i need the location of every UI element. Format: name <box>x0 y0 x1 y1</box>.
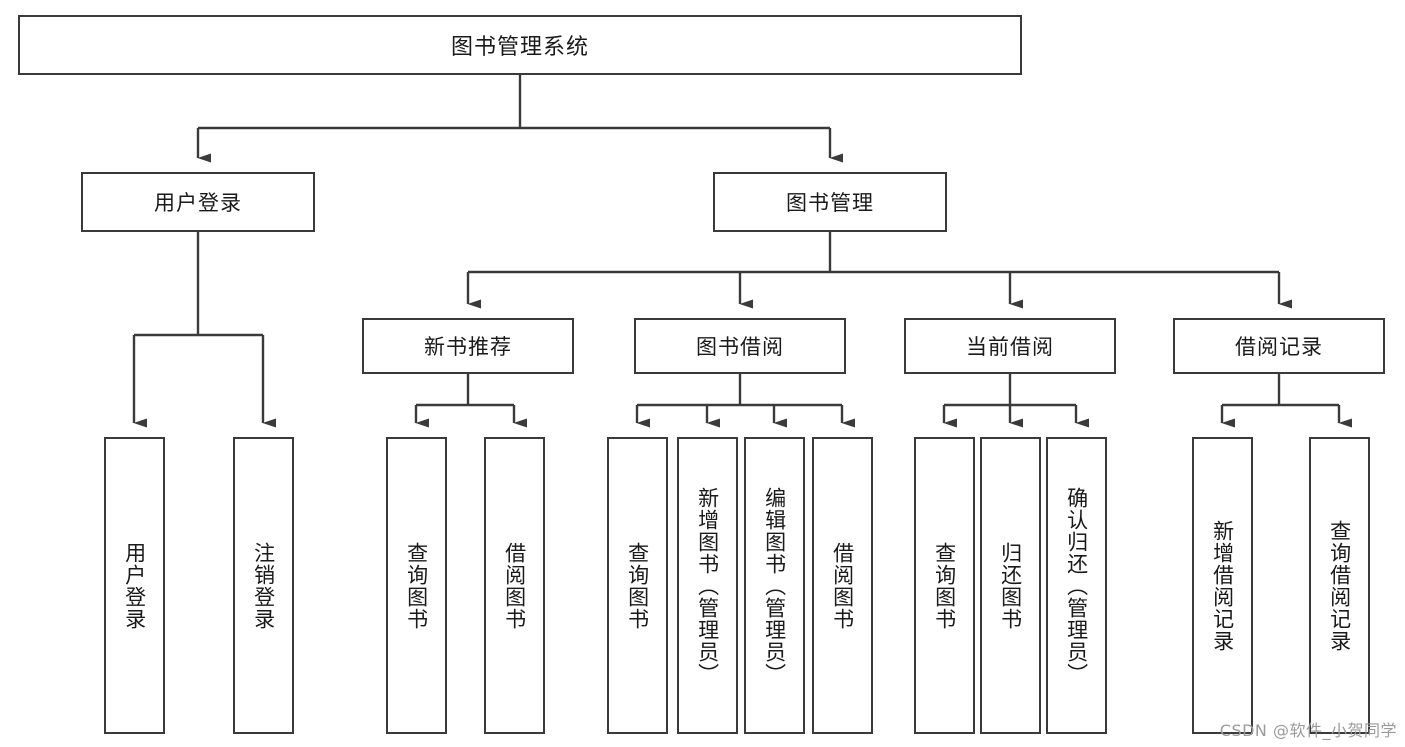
node-book-management[interactable]: 图书管理 <box>713 172 947 232</box>
leaf-user-login-logout[interactable]: 注销登录 <box>233 437 294 734</box>
node-borrow-record[interactable]: 借阅记录 <box>1173 318 1385 374</box>
leaf-book-borrow-query-book[interactable]: 查询图书 <box>607 437 668 734</box>
node-label: 用户登录 <box>122 541 147 630</box>
node-label: 归还图书 <box>998 541 1023 630</box>
node-label: 借阅记录 <box>1235 335 1323 359</box>
node-label: 编辑图书（管理员） <box>762 486 787 685</box>
node-label: 图书管理系统 <box>450 35 589 60</box>
node-label: 新书推荐 <box>424 335 512 359</box>
leaf-current-borrow-confirm-return-admin[interactable]: 确认归还（管理员） <box>1046 437 1107 734</box>
node-label: 查询借阅记录 <box>1327 519 1352 652</box>
node-book-borrow[interactable]: 图书借阅 <box>634 318 846 374</box>
leaf-borrow-record-query-record[interactable]: 查询借阅记录 <box>1309 437 1370 734</box>
node-label: 图书管理 <box>786 191 874 215</box>
leaf-new-book-query-book[interactable]: 查询图书 <box>386 437 447 734</box>
node-label: 借阅图书 <box>830 541 855 630</box>
leaf-user-login-login[interactable]: 用户登录 <box>104 437 165 734</box>
node-label: 确认归还（管理员） <box>1064 486 1089 685</box>
node-new-book-recommend[interactable]: 新书推荐 <box>362 318 574 374</box>
node-label: 借阅图书 <box>502 541 527 630</box>
node-label: 查询图书 <box>404 541 429 630</box>
node-label: 图书借阅 <box>696 335 784 359</box>
watermark: CSDN @软件_小贺同学 <box>1219 721 1397 740</box>
leaf-current-borrow-return-book[interactable]: 归还图书 <box>980 437 1041 734</box>
leaf-book-borrow-edit-book-admin[interactable]: 编辑图书（管理员） <box>744 437 805 734</box>
node-current-borrow[interactable]: 当前借阅 <box>904 318 1116 374</box>
node-label: 新增图书（管理员） <box>695 486 720 685</box>
node-label: 注销登录 <box>251 541 276 630</box>
node-root-book-management-system[interactable]: 图书管理系统 <box>18 15 1022 75</box>
node-label: 当前借阅 <box>966 335 1054 359</box>
leaf-book-borrow-borrow-book[interactable]: 借阅图书 <box>812 437 873 734</box>
leaf-borrow-record-add-record[interactable]: 新增借阅记录 <box>1192 437 1253 734</box>
leaf-current-borrow-query-book[interactable]: 查询图书 <box>914 437 975 734</box>
node-user-login[interactable]: 用户登录 <box>81 172 315 232</box>
node-label: 查询图书 <box>932 541 957 630</box>
node-label: 新增借阅记录 <box>1210 519 1235 652</box>
node-label: 用户登录 <box>154 191 242 215</box>
node-label: 查询图书 <box>625 541 650 630</box>
leaf-book-borrow-add-book-admin[interactable]: 新增图书（管理员） <box>677 437 738 734</box>
leaf-new-book-borrow-book[interactable]: 借阅图书 <box>484 437 545 734</box>
